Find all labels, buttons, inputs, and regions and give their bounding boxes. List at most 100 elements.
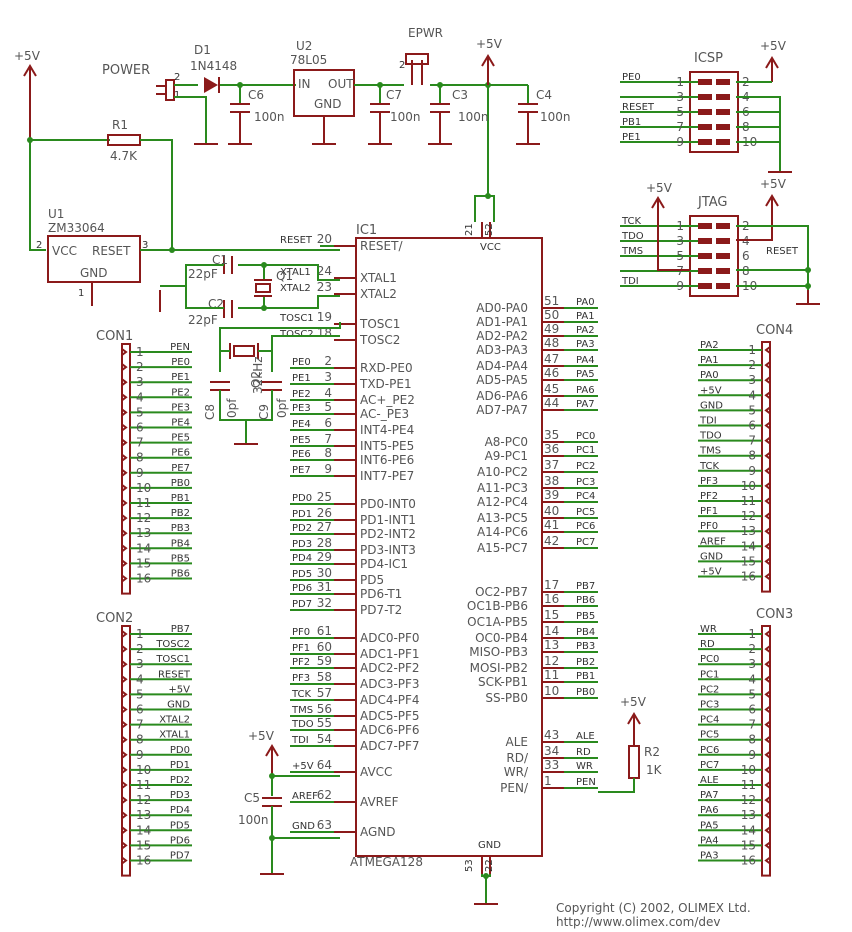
net-label: XTAL2 [280,283,311,294]
con4-title: CON4 [756,323,793,338]
connector-pin-number: 2 [136,360,144,374]
net-label: PD0 [292,493,312,504]
net-label: PA1 [700,355,719,366]
connector-pin-number: 10 [741,763,756,777]
connector-pin-number: 8 [748,733,756,747]
svg-text:ZM33064: ZM33064 [48,221,105,235]
ic-pin-number: 42 [544,534,559,548]
connector-body [121,343,131,595]
ic-pin-number: 4 [324,386,332,400]
ic-pin-name: PD4-IC1 [360,557,408,571]
ic-pin-number: 39 [544,488,559,502]
connector-pin [764,781,771,789]
connector-pin-number: 15 [741,838,756,852]
net-label: PC3 [700,700,719,711]
ic-pin-number: 30 [317,566,332,580]
ic-pin-name: OC1A-PB5 [467,615,528,629]
net-label: PD6 [292,583,312,594]
ic-pin-name: OC0-PB4 [475,631,528,645]
net-label: RD [576,747,591,758]
connector-pin [764,391,771,400]
header-pin [716,124,730,130]
connector-pin [764,841,771,850]
net-label: PC5 [576,507,595,518]
ic-pin-number: 27 [317,520,332,534]
ic-pin-number: 5 [324,400,332,414]
connector-pin [121,559,128,568]
net-label: PB5 [171,553,190,564]
net-label: PB3 [171,523,190,534]
net-label: GND [292,821,315,832]
svg-text:78L05: 78L05 [290,53,327,67]
header-pin-number: 9 [676,135,684,149]
connector-pin [121,690,128,699]
connector-pin-number: 8 [748,449,756,463]
svg-text:+5V: +5V [760,177,787,191]
connector-pin [764,527,771,535]
ic-pin-number: 25 [317,490,332,504]
connector-pin [764,675,771,684]
c1: C1 22pF [188,253,233,281]
ic-pin-number: 19 [317,310,332,324]
connector-pin [121,660,128,668]
connector-pin-number: 15 [136,838,151,852]
net-label: AREF [292,791,318,802]
connector-pin-number: 3 [748,373,756,387]
c2: C2 22pF [188,297,233,327]
header-pin [716,238,730,244]
header-pin [716,79,730,85]
connector-body [121,625,131,877]
connector-pin [121,469,128,477]
net-label: PB4 [576,627,595,638]
connector-pin-number: 14 [741,823,756,837]
u1-supervisor: U1 ZM33064 VCC RESET GND 2 3 1 [36,207,148,306]
connector-pin [121,363,128,371]
connector-pin-number: 14 [136,541,151,555]
con1-title: CON1 [96,329,133,344]
connector-pin [764,720,771,729]
net-label: TCK [621,216,642,227]
supply-top: +5V [476,37,503,85]
ic-pin-name: AVREF [360,795,399,809]
svg-text:C3: C3 [452,88,468,102]
net-label: PA1 [576,311,595,322]
connector-pin-number: 15 [136,556,151,570]
net-label: ALE [576,731,595,742]
connector-pin-number: 1 [748,627,756,641]
net-label: TMS [621,246,643,257]
svg-text:+5V: +5V [14,49,41,63]
net-label: PE4 [171,418,190,429]
net-label: PD3 [170,790,190,801]
svg-text:IC1: IC1 [356,223,377,238]
net-label: PD1 [170,760,190,771]
header-pin [698,268,712,274]
svg-text:POWER: POWER [102,63,150,78]
c7: C7 100n [368,85,421,145]
connector-pin-number: 7 [136,436,144,450]
ic-pin-number: 50 [544,308,559,322]
connector-pin [764,826,771,835]
connector-pin-number: 5 [136,405,144,419]
net-label: PE6 [171,448,190,459]
ic-pin-number: 37 [544,458,559,472]
con2-title: CON2 [96,611,133,626]
ic-pin-name: AD0-PA0 [476,301,528,315]
connector-pin-number: 11 [136,778,151,792]
net-label: +5V [700,385,722,396]
svg-text:0pf: 0pf [275,398,289,418]
connector-pin [121,574,128,583]
svg-text:U1: U1 [48,207,64,221]
svg-text:EPWR: EPWR [408,26,443,40]
connector-pin [764,690,771,699]
ic-pin-number: 64 [317,758,332,772]
net-label: PE1 [292,373,311,384]
copyright-text: Copyright (C) 2002, OLIMEX Ltd. [556,901,751,915]
con4-connector: 1PA22PA13PA04+5V5GND6TDI7TDO8TMS9TCK10PF… [698,340,771,593]
net-label: PC2 [576,461,595,472]
ic-pin-name: A13-PC5 [477,511,528,525]
svg-text:C1: C1 [212,253,228,267]
connector-pin-number: 6 [136,421,144,435]
svg-text:R1: R1 [112,118,128,132]
connector-pin-number: 4 [136,390,144,404]
ic-pin-name: ADC4-PF4 [360,693,420,707]
